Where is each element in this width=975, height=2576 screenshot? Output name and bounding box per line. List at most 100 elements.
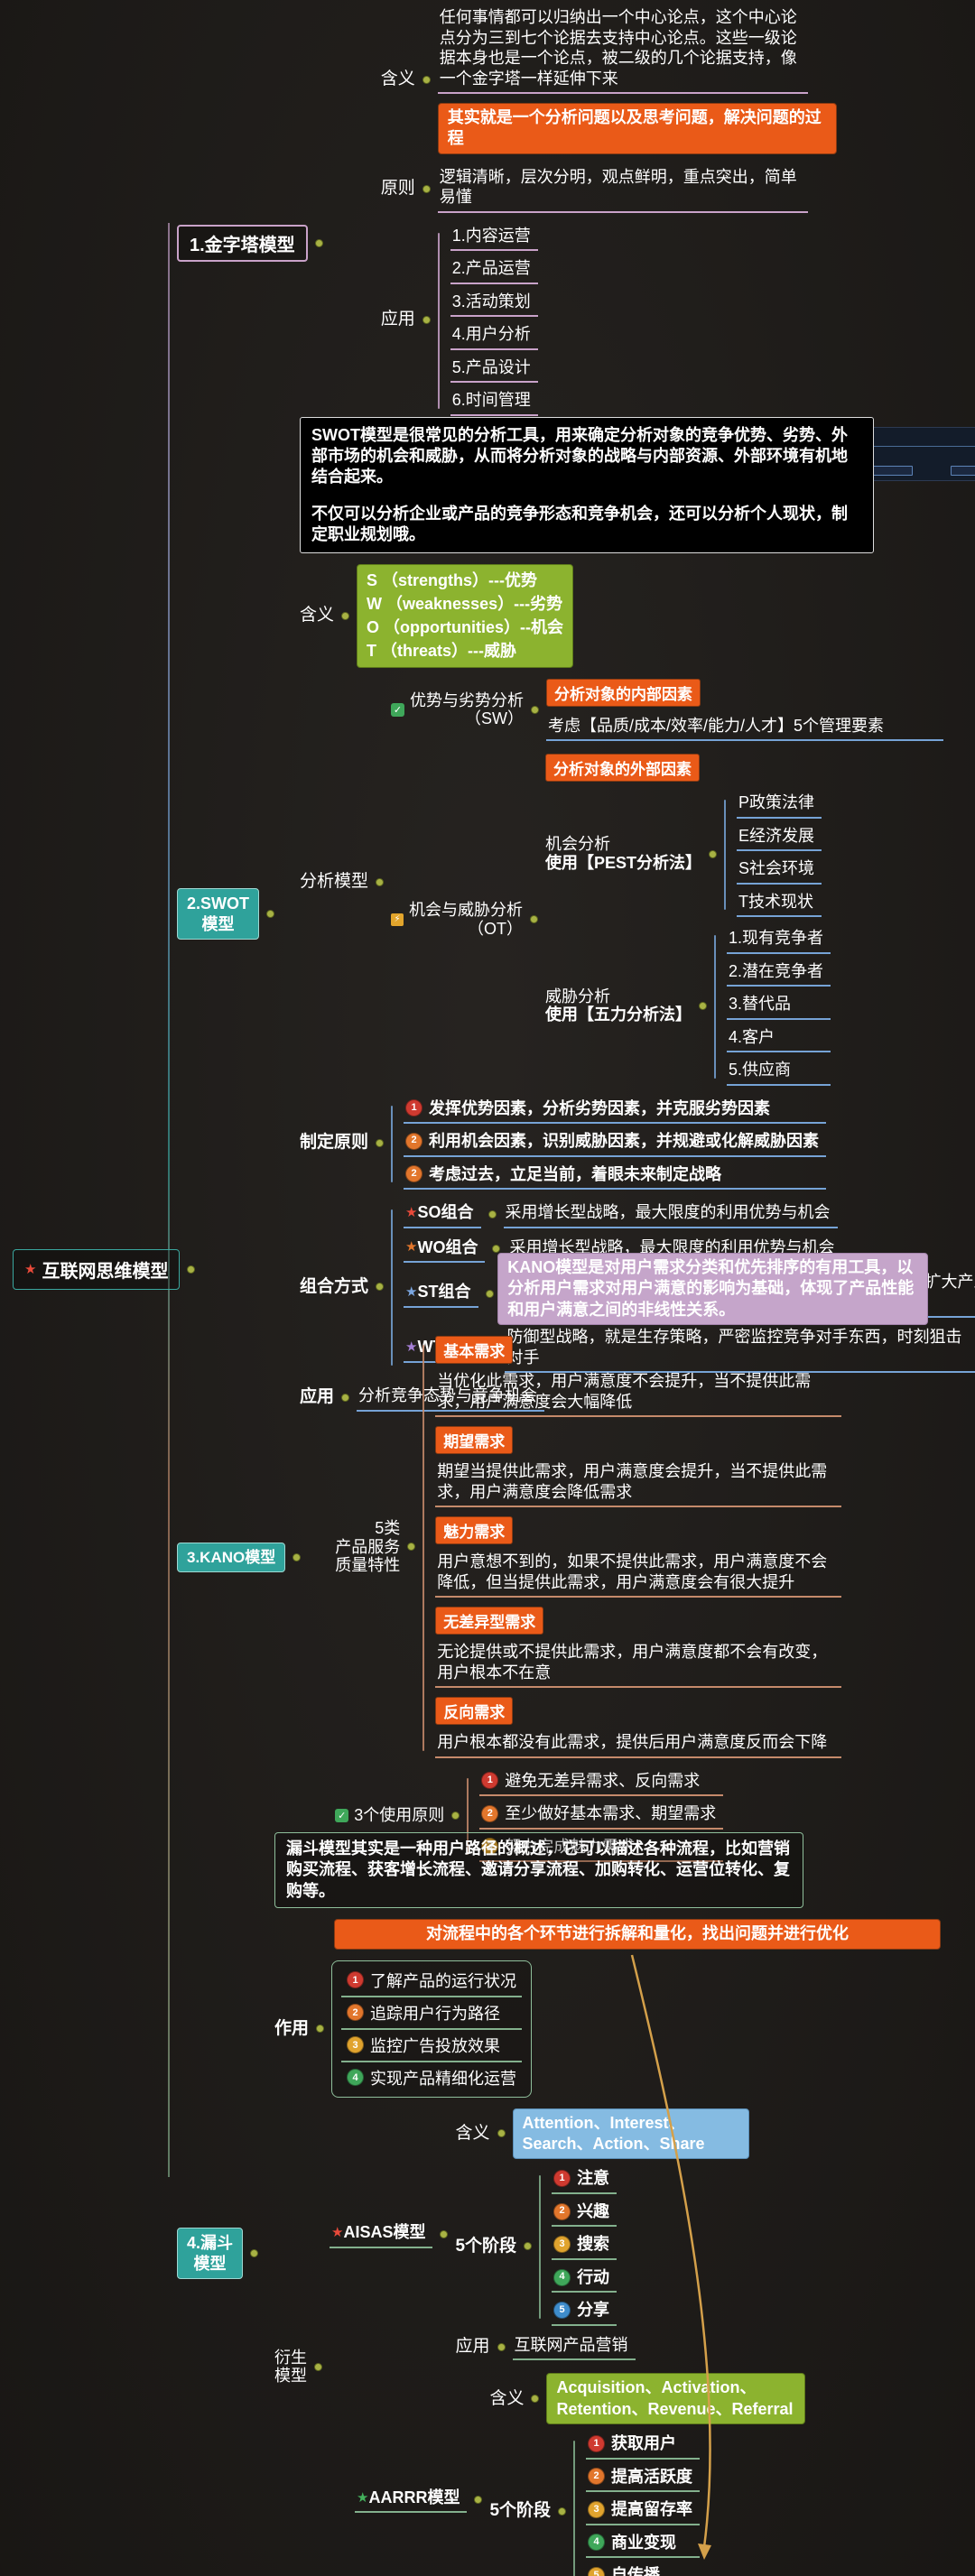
topic-pest-item[interactable]: S社会环境	[737, 857, 822, 885]
topic-apply-item[interactable]: 3.活动策划	[450, 290, 538, 318]
topic-apply-item[interactable]: 5.产品设计	[450, 356, 538, 384]
topic-five-forces-item[interactable]: 2.潜在竞争者	[727, 959, 831, 987]
topic-funnel-highlight[interactable]: 对流程中的各个环节进行拆解和量化，找出问题并进行优化	[334, 1919, 942, 1950]
topic-sw-analysis[interactable]: ✓ 优势与劣势分析（SW）	[391, 691, 546, 728]
root-topic[interactable]: ★ 互联网思维模型	[13, 1249, 181, 1290]
topic-ot-analysis[interactable]: ⚡ 机会与威胁分析（OT）	[391, 901, 545, 938]
topic-swot-description[interactable]: SWOT模型是很常见的分析工具，用来确定分析对象的竞争优势、劣势、外部市场的机会…	[300, 417, 875, 554]
pyramid-apply-section: 应用 1.内容运营 2.产品运营 3.活动策划 4.用户分析 5.产品设计 6.…	[381, 224, 975, 416]
topic-combos-label[interactable]: 组合方式	[300, 1277, 391, 1297]
connector-dot-icon	[292, 1553, 302, 1562]
topic-apply-item[interactable]: 6.时间管理	[450, 388, 538, 416]
topic-kano-need[interactable]: 基本需求 当优化此需求，用户满意度不会提升，当不提供此需求，用户满意度会大幅降低	[435, 1336, 842, 1418]
topic-five-forces-item[interactable]: 4.客户	[727, 1025, 831, 1053]
topic-aisas-meaning[interactable]: Attention、Interest、Search、Action、Share	[512, 2108, 749, 2160]
topic-aarrr-model[interactable]: ★AARRR模型	[355, 2486, 468, 2514]
topic-kano-need[interactable]: 反向需求 用户根本都没有此需求，提供后用户满意度反而会下降	[435, 1697, 842, 1758]
topic-apply-item[interactable]: 1.内容运营	[450, 224, 538, 252]
checkbox-icon: ✓	[335, 1808, 349, 1822]
topic-pyramid-meaning-text[interactable]: 任何事情都可以归纳出一个中心论点，这个中心论点分为三到七个论据去支持中心论点。这…	[437, 5, 808, 94]
swot-threat-section: 威胁分析使用【五力分析法】 1.现有竞争者 2.潜在竞争者 3.替代品 4.客户…	[545, 926, 831, 1086]
topic-pest-item[interactable]: E经济发展	[737, 824, 822, 852]
topic-pest-item[interactable]: T技术现状	[737, 890, 822, 918]
topic-opportunity-analysis[interactable]: 机会分析使用【PEST分析法】	[545, 835, 724, 872]
priority-badge-icon: 5	[553, 2302, 571, 2320]
topic-analysis-label[interactable]: 分析模型	[300, 872, 391, 892]
topic-sw-note[interactable]: 考虑【品质/成本/效率/能力/人才】5个管理要素	[546, 714, 944, 742]
topic-apply-label[interactable]: 应用	[300, 1387, 357, 1407]
topic-funnel-model[interactable]: 4.漏斗模型	[177, 2228, 244, 2280]
topic-meaning-label[interactable]: 含义	[455, 2124, 512, 2144]
topic-meaning-label[interactable]: 含义	[381, 69, 438, 89]
topic-kano-need[interactable]: 魅力需求 用户意想不到的，如果不提供此需求，用户满意度不会降低，但当提供此需求，…	[435, 1516, 842, 1598]
topic-kano-description[interactable]: KANO模型是对用户需求分类和优先排序的有用工具，以分析用户需求对用户满意的影响…	[497, 1253, 929, 1326]
topic-kano-principles-label[interactable]: ✓ 3个使用原则	[335, 1806, 467, 1825]
topic-stages-label[interactable]: 5个阶段	[455, 2237, 539, 2256]
topic-threat-analysis[interactable]: 威胁分析使用【五力分析法】	[545, 987, 714, 1024]
priority-badge-icon: 5	[588, 2566, 606, 2576]
topic-aisas-apply-text[interactable]: 互联网产品营销	[512, 2333, 636, 2361]
topic-kano-categories-label[interactable]: 5类产品服务质量特性	[335, 1519, 422, 1575]
topic-apply-label[interactable]: 应用	[455, 2337, 512, 2357]
topic-pyramid-principle-text[interactable]: 逻辑清晰，层次分明，观点鲜明，重点突出，简单易懂	[437, 165, 808, 213]
topic-aarrr-meaning[interactable]: Acquisition、Activation、Retention、Revenue…	[546, 2373, 806, 2425]
topic-meaning-label[interactable]: 含义	[489, 2389, 546, 2409]
topic-aisas-model[interactable]: ★AISAS模型	[330, 2220, 433, 2248]
topic-kano-need[interactable]: 期望需求 期望当提供此需求，用户满意度会提升，当不提供此需求，用户满意度会降低需…	[435, 1426, 842, 1508]
topic-apply-item[interactable]: 4.用户分析	[450, 322, 538, 350]
swot-ot-section: ⚡ 机会与威胁分析（OT） 分析对象的外部因素 机会分析使用【PEST分析法】	[391, 754, 943, 1086]
priority-badge-icon: 3	[481, 1838, 499, 1856]
swot-apply-section: 应用 分析竞争态势与竞争机会	[300, 1384, 975, 1412]
star-icon: ★	[405, 1284, 418, 1301]
topic-pest-item[interactable]: P政策法律	[737, 791, 822, 819]
topic-kano-model[interactable]: 3.KANO模型	[177, 1542, 286, 1573]
topic-role-label[interactable]: 作用	[274, 2019, 331, 2039]
topic-external-factor-tag[interactable]: 分析对象的外部因素	[545, 754, 701, 783]
topic-combo-so[interactable]: ★SO组合 采用增长型战略，最大限度的利用优势与机会	[404, 1200, 975, 1228]
topic-funnel-description[interactable]: 漏斗模型其实是一种用户路径的概述，它可以描述各种流程，比如营销购买流程、获客增长…	[274, 1832, 804, 1909]
topic-apply-label[interactable]: 应用	[381, 310, 438, 329]
connector-dot-icon	[314, 2362, 323, 2371]
topic-kano-need[interactable]: 无差异型需求 无论提供或不提供此需求，用户满意度都不会有改变，用户根本不在意	[435, 1607, 842, 1689]
pyramid-principle-section: 原则 逻辑清晰，层次分明，观点鲜明，重点突出，简单易懂	[381, 165, 975, 213]
topic-five-forces-item[interactable]: 5.供应商	[727, 1058, 831, 1086]
star-icon: ★	[405, 1239, 418, 1256]
topic-derived-label[interactable]: 衍生模型	[274, 2349, 330, 2386]
topic-five-forces-item[interactable]: 3.替代品	[727, 992, 831, 1020]
topic-meaning-label[interactable]: 含义	[300, 606, 357, 625]
topic-internal-factor-tag[interactable]: 分析对象的内部因素	[546, 678, 701, 707]
topic-swot-meaning[interactable]: S （strengths）---优势 W （weaknesses）---劣势 O…	[357, 564, 574, 668]
topic-swot-apply-text[interactable]: 分析竞争态势与竞争机会	[357, 1384, 545, 1412]
topic-principles-label[interactable]: 制定原则	[300, 1133, 391, 1153]
topic-five-forces-item[interactable]: 1.现有竞争者	[727, 926, 831, 954]
topic-principle-label[interactable]: 原则	[381, 179, 438, 199]
root-topic-row: ★ 互联网思维模型	[13, 1249, 202, 1290]
topic-apply-item[interactable]: 2.产品运营	[450, 256, 538, 284]
topic-pyramid-model[interactable]: 1.金字塔模型	[177, 224, 308, 262]
topic-stages-label[interactable]: 5个阶段	[489, 2501, 573, 2521]
topic-pyramid-highlight[interactable]: 其实就是一个分析问题以及思考问题，解决问题的过程	[437, 103, 837, 154]
